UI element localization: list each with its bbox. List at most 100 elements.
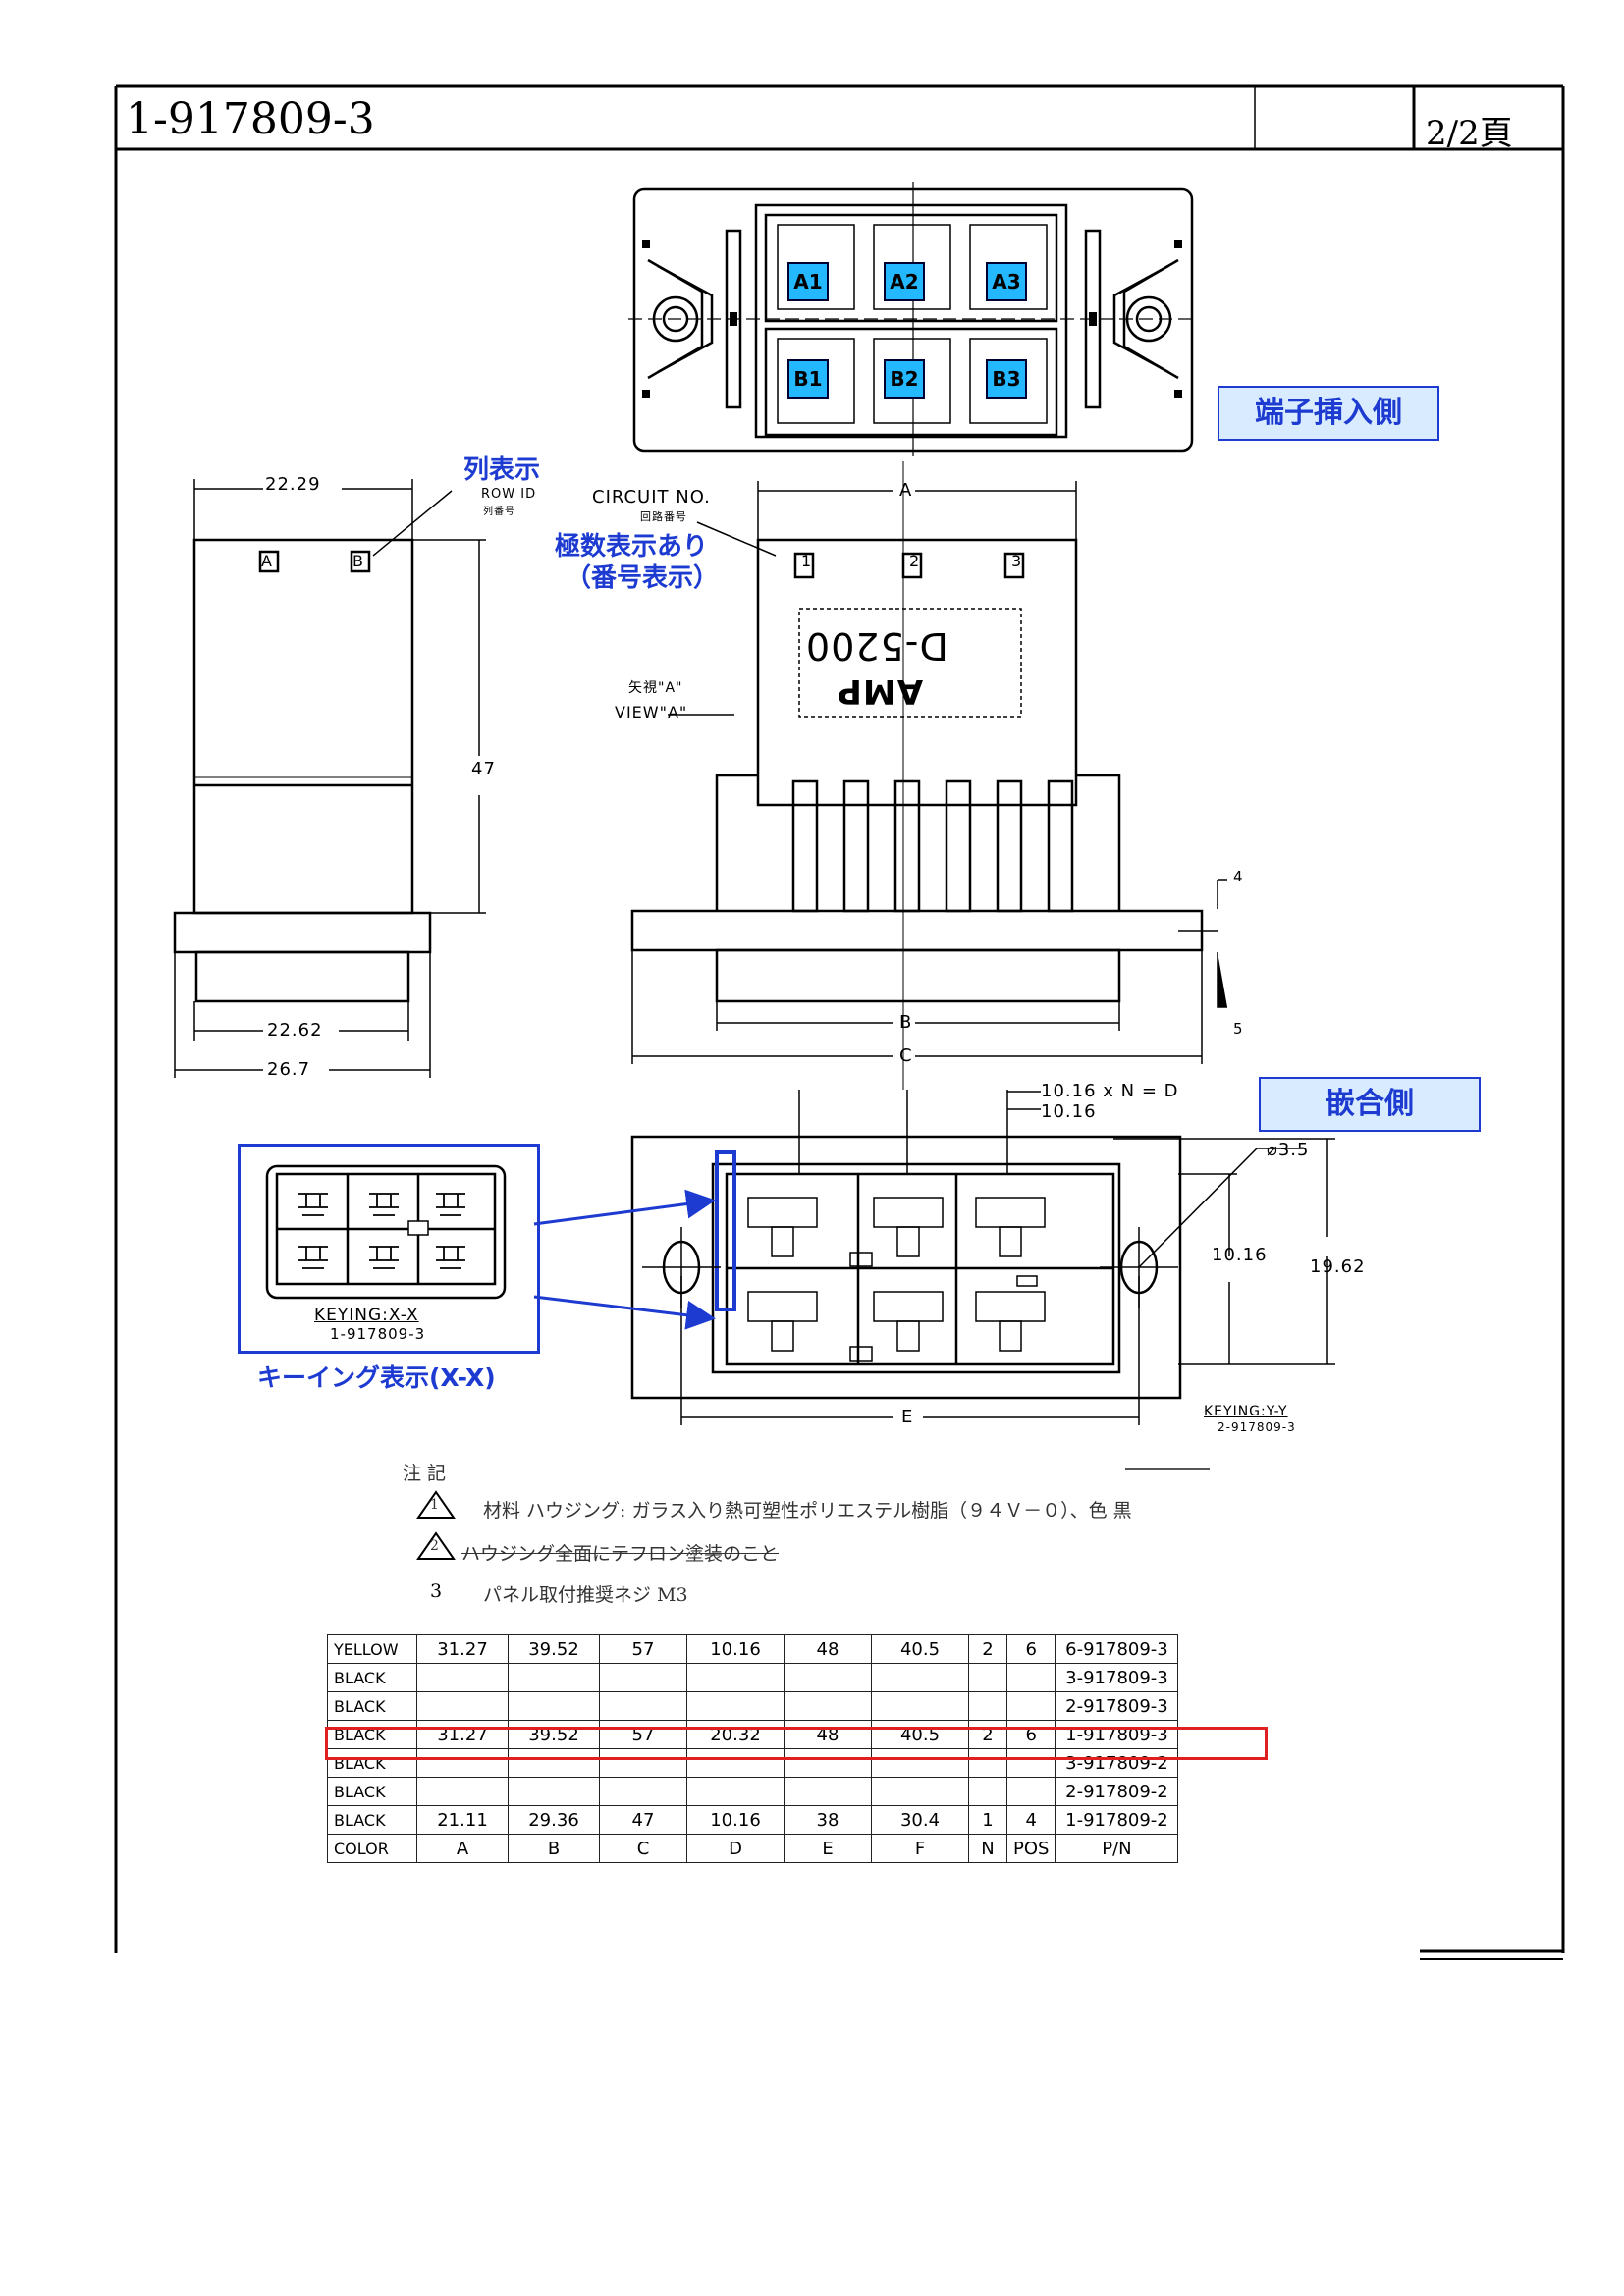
table-cell: 2-917809-2 — [1055, 1777, 1179, 1806]
table-cell: 39.52 — [508, 1634, 600, 1664]
keying-inset — [238, 1144, 540, 1354]
table-cell — [416, 1777, 509, 1806]
dim-B: B — [899, 1012, 913, 1033]
keying-xx-pn: 1-917809-3 — [330, 1325, 426, 1343]
table-header-cell: E — [784, 1834, 872, 1863]
dim-5: 5 — [1233, 1020, 1244, 1038]
table-cell — [1005, 1691, 1056, 1721]
row-a-mark: A — [261, 552, 273, 570]
dim-26-7: 26.7 — [267, 1059, 311, 1080]
part-number-title: 1-917809-3 — [126, 94, 375, 144]
dim-4: 4 — [1233, 868, 1244, 885]
circuit-callout-line2: （番号表示） — [566, 563, 720, 593]
table-cell: 10.16 — [686, 1805, 785, 1835]
table-cell — [1005, 1777, 1056, 1806]
table-cell — [871, 1663, 969, 1692]
table-cell — [508, 1777, 600, 1806]
table-cell: 1-917809-2 — [1055, 1805, 1179, 1835]
pitch-formula: 10.16 x N = D — [1041, 1081, 1179, 1101]
table-cell — [599, 1691, 687, 1721]
table-cell — [686, 1663, 785, 1692]
terminal-side-callout: 端子挿入側 — [1218, 386, 1439, 441]
table-header-cell: F — [871, 1834, 969, 1863]
table-cell: 57 — [599, 1720, 687, 1749]
table-cell: BLACK — [327, 1691, 417, 1721]
table-cell: 48 — [784, 1634, 872, 1664]
table-header-cell: N — [968, 1834, 1007, 1863]
front-view — [630, 461, 1227, 1090]
table-cell: BLACK — [327, 1777, 417, 1806]
cavity-B3: B3 — [986, 359, 1027, 399]
mating-side-callout: 嵌合側 — [1259, 1077, 1481, 1132]
table-cell — [968, 1748, 1007, 1778]
hole-diameter: ⌀3.5 — [1267, 1140, 1310, 1160]
table-cell: 2 — [968, 1720, 1007, 1749]
note-1-text: 材料 ハウジング: ガラス入り熱可塑性ポリエステル樹脂（９４Ｖ－０）、色 黒 — [483, 1500, 1132, 1522]
table-cell — [968, 1691, 1007, 1721]
circuit-2-mark: 2 — [909, 552, 921, 570]
table-cell — [1005, 1663, 1056, 1692]
row-callout: 列表示 — [463, 455, 541, 485]
circuit-3-mark: 3 — [1011, 552, 1023, 570]
row-id-label: ROW ID — [481, 487, 537, 502]
table-cell — [416, 1691, 509, 1721]
table-cell — [508, 1691, 600, 1721]
table-cell: 3-917809-3 — [1055, 1663, 1179, 1692]
dim-47: 47 — [471, 759, 496, 779]
table-header-cell: POS — [1005, 1834, 1056, 1863]
keying-arrows — [533, 1189, 716, 1330]
table-cell — [784, 1748, 872, 1778]
circuit-no-label: CIRCUIT NO. — [592, 487, 711, 507]
terminal-side-view — [628, 182, 1198, 456]
view-a-label: VIEW"A" — [615, 703, 688, 721]
table-cell: 2 — [968, 1634, 1007, 1664]
table-cell: 1 — [968, 1805, 1007, 1835]
note-1-mark: 1 — [430, 1497, 439, 1513]
note-2-mark: 2 — [430, 1538, 439, 1554]
side-view — [173, 479, 486, 1078]
table-cell — [784, 1663, 872, 1692]
dim-22-62: 22.62 — [267, 1020, 323, 1041]
table-cell: 40.5 — [871, 1634, 969, 1664]
row-b-mark: B — [352, 552, 364, 570]
note-3-text: パネル取付推奨ネジ M3 — [483, 1584, 688, 1606]
note-2-triangle — [416, 1531, 456, 1560]
cavity-A2: A2 — [884, 262, 925, 301]
circuit-no-jp: 回路番号 — [640, 510, 687, 523]
row-id-jp: 列番号 — [483, 507, 515, 517]
table-cell: 4 — [1005, 1805, 1056, 1835]
table-cell: 6 — [1005, 1634, 1056, 1664]
table-cell — [599, 1777, 687, 1806]
table-row: BLACK 2-917809-2 — [327, 1777, 1179, 1806]
dim-22-29: 22.29 — [265, 474, 321, 495]
table-cell — [784, 1691, 872, 1721]
table-cell: 2-917809-3 — [1055, 1691, 1179, 1721]
dim-10-16: 10.16 — [1212, 1245, 1268, 1265]
dim-A: A — [899, 480, 913, 501]
highlight-row-box — [325, 1727, 1268, 1760]
table-cell: BLACK — [327, 1805, 417, 1835]
table-cell — [968, 1663, 1007, 1692]
table-cell: YELLOW — [327, 1634, 417, 1664]
note-3-mark: 3 — [430, 1580, 443, 1602]
circuit-1-mark: 1 — [801, 552, 813, 570]
amp-logo: AMP — [837, 671, 924, 711]
cavity-A1: A1 — [787, 262, 829, 301]
mating-side-view — [630, 1090, 1335, 1425]
table-cell: 31.27 — [416, 1634, 509, 1664]
table-cell — [599, 1663, 687, 1692]
table-cell: 47 — [599, 1805, 687, 1835]
table-cell — [599, 1748, 687, 1778]
table-cell — [686, 1777, 785, 1806]
dim-C: C — [899, 1045, 913, 1066]
table-header-cell: A — [416, 1834, 509, 1863]
table-header-cell: D — [686, 1834, 785, 1863]
cavity-A3: A3 — [986, 262, 1027, 301]
table-cell: 57 — [599, 1634, 687, 1664]
keying-inset-drawing — [265, 1164, 507, 1300]
